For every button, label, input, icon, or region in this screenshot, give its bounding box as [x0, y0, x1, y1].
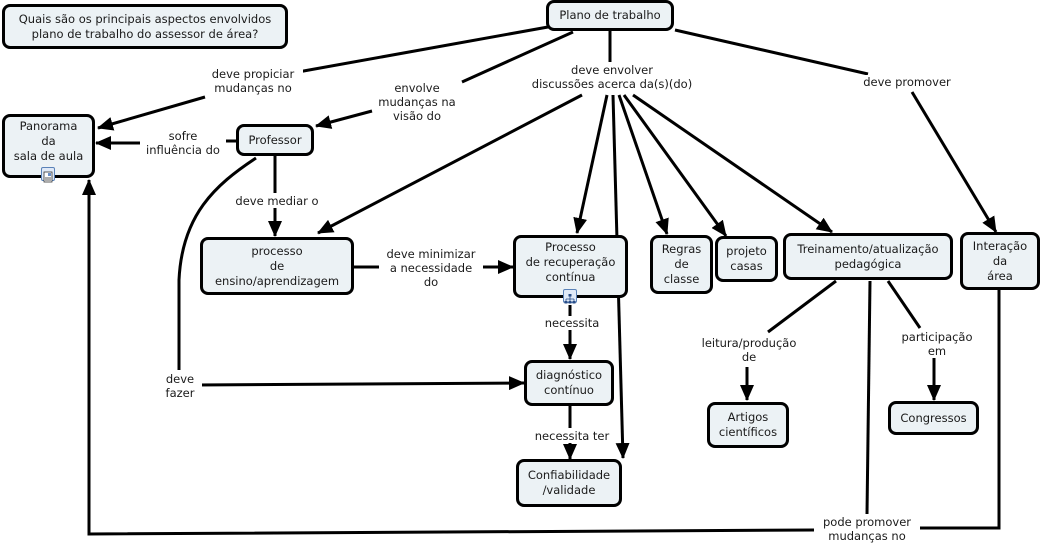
- edge-envolver-regras: [617, 94, 669, 235]
- focus-question[interactable]: Quais são os principais aspectos envolvi…: [2, 4, 288, 49]
- link-deve-propiciar[interactable]: deve propiciar mudanças no: [203, 67, 303, 95]
- edge-envolver-ensino: [317, 93, 583, 235]
- concept-professor[interactable]: Professor: [236, 124, 314, 156]
- link-envolve-mudancas[interactable]: envolve mudanças na visão do: [373, 81, 461, 123]
- edge-propiciar-panorama: [97, 95, 206, 131]
- edge-promover-interacao: [910, 91, 998, 233]
- link-pode-promover[interactable]: pode promover mudanças no: [814, 515, 920, 543]
- document-image-icon[interactable]: [41, 167, 55, 183]
- concept-interacao-da-area[interactable]: Interação da área: [960, 232, 1040, 290]
- link-necessita-ter[interactable]: necessita ter: [524, 429, 620, 443]
- concept-plano-de-trabalho[interactable]: Plano de trabalho: [546, 0, 674, 31]
- edge-treinamento-participacao: [886, 280, 922, 329]
- edge-interacao-podepromover: [916, 290, 1001, 530]
- submap-hierarchy-icon[interactable]: [563, 289, 577, 304]
- link-sofre-influencia[interactable]: sofre influência do: [140, 129, 226, 157]
- concept-artigos-cientificos[interactable]: Artigos científicos: [707, 402, 789, 448]
- edge-envolve-professor: [315, 109, 373, 129]
- link-deve-promover[interactable]: deve promover: [856, 75, 958, 89]
- concept-diagnostico-continuo[interactable]: diagnóstico contínuo: [524, 360, 614, 406]
- edge-treinamento-podepromover: [865, 280, 872, 515]
- edge-professor-fazer: [177, 156, 257, 370]
- link-deve-mediar[interactable]: deve mediar o: [228, 194, 326, 208]
- concept-regras-de-classe[interactable]: Regras de classe: [650, 235, 713, 294]
- edge-envolver-projeto: [622, 94, 728, 237]
- edge-envolver-recuperacao: [573, 94, 609, 234]
- link-leitura-producao[interactable]: leitura/produção de: [692, 336, 806, 364]
- edge-plano-promover: [674, 28, 869, 76]
- link-deve-minimizar[interactable]: deve minimizar a necessidade do: [379, 247, 483, 289]
- concept-label: Processo de recuperação contínua: [525, 240, 616, 284]
- edge-treinamento-leitura: [767, 279, 837, 334]
- concept-panorama-sala-de-aula[interactable]: Panorama da sala de aula: [2, 114, 95, 178]
- edge-plano-envolve: [461, 30, 574, 84]
- edge-plano-propiciar: [297, 25, 549, 74]
- edge-envolver-treinamento: [632, 93, 833, 234]
- edge-podepromover-panorama: [82, 179, 815, 536]
- concept-treinamento-atualizacao-pedagogica[interactable]: Treinamento/atualização pedagógica: [783, 233, 953, 280]
- concept-processo-ensino-aprendizagem[interactable]: processo de ensino/aprendizagem: [200, 237, 354, 295]
- concept-label: Panorama da sala de aula: [13, 118, 84, 163]
- edge-fazer-diagnostico: [195, 376, 525, 391]
- link-necessita[interactable]: necessita: [535, 316, 609, 330]
- link-deve-fazer[interactable]: deve fazer: [158, 372, 202, 400]
- link-deve-envolver[interactable]: deve envolver discussões acerca da(s)(do…: [520, 63, 704, 91]
- link-participacao-em[interactable]: participação em: [893, 330, 981, 358]
- concept-congressos[interactable]: Congressos: [888, 401, 979, 435]
- concept-projeto-casas[interactable]: projeto casas: [715, 236, 778, 282]
- concept-confiabilidade-validade[interactable]: Confiabilidade /validade: [516, 459, 622, 507]
